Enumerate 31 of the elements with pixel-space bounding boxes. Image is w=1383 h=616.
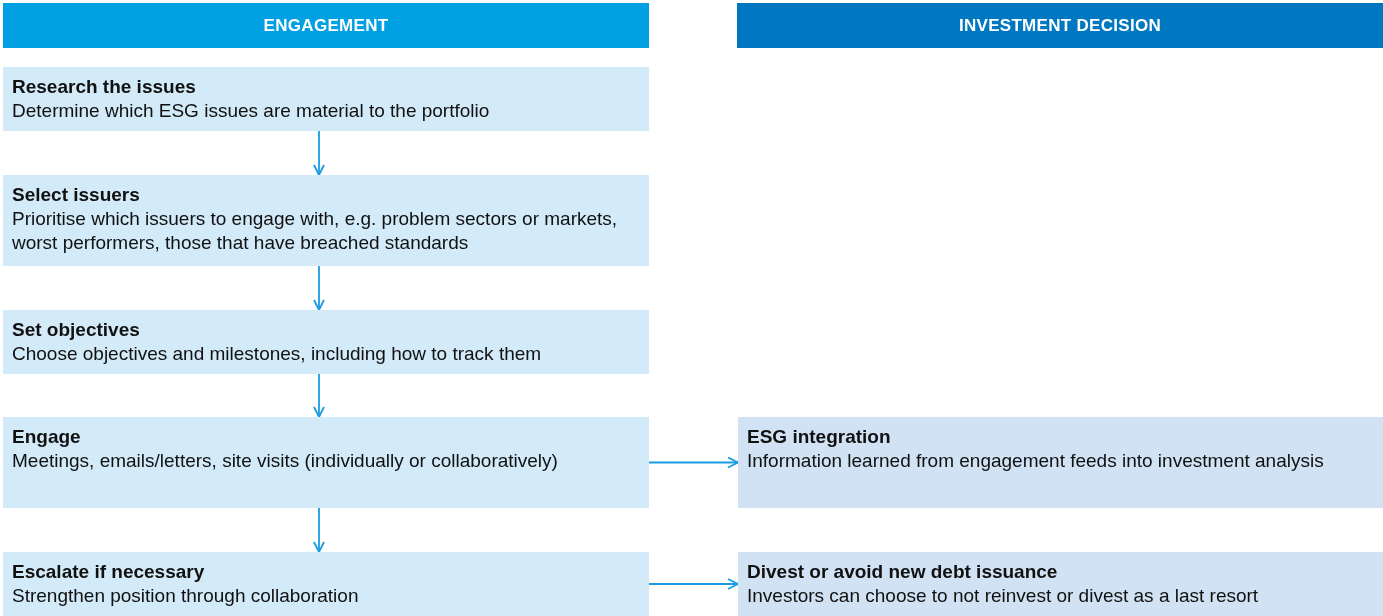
step-title: Escalate if necessary: [12, 560, 206, 584]
arrow: [313, 507, 325, 553]
step-description: Prioritise which issuers to engage with, e.g. problem sectors or markets, worst performers, those that have breached standards: [12, 207, 619, 255]
arrow: [313, 265, 325, 311]
step-box: [3, 552, 649, 616]
column-header: [3, 3, 649, 48]
step-description: Choose objectives and milestones, including how to track them: [12, 342, 543, 366]
arrow: [648, 578, 739, 590]
step-box: [738, 552, 1383, 616]
arrow: [648, 456, 739, 469]
step-box: [3, 175, 649, 266]
step-description: Determine which ESG issues are material to the portfolio: [12, 99, 491, 123]
step-description: Investors can choose to not reinvest or divest as a last resort: [747, 584, 1260, 608]
step-title: Engage: [12, 425, 82, 449]
step-title: Divest or avoid new debt issuance: [747, 560, 1059, 584]
step-description: Strengthen position through collaboration: [12, 584, 360, 608]
step-description: Meetings, emails/letters, site visits (individually or collaboratively): [12, 449, 559, 473]
header-text: ENGAGEMENT: [263, 14, 389, 37]
arrow: [313, 373, 325, 418]
step-title: ESG integration: [747, 425, 892, 449]
step-box: [3, 417, 649, 508]
column-header: [737, 3, 1383, 48]
step-title: Select issuers: [12, 183, 141, 207]
step-title: Set objectives: [12, 318, 141, 342]
step-title: Research the issues: [12, 75, 197, 99]
step-description: Information learned from engagement feeds into investment analysis: [747, 449, 1325, 473]
step-box: [3, 310, 649, 374]
arrow: [313, 130, 325, 176]
step-box: [3, 67, 649, 131]
step-box: [738, 417, 1383, 508]
header-text: INVESTMENT DECISION: [958, 14, 1162, 37]
